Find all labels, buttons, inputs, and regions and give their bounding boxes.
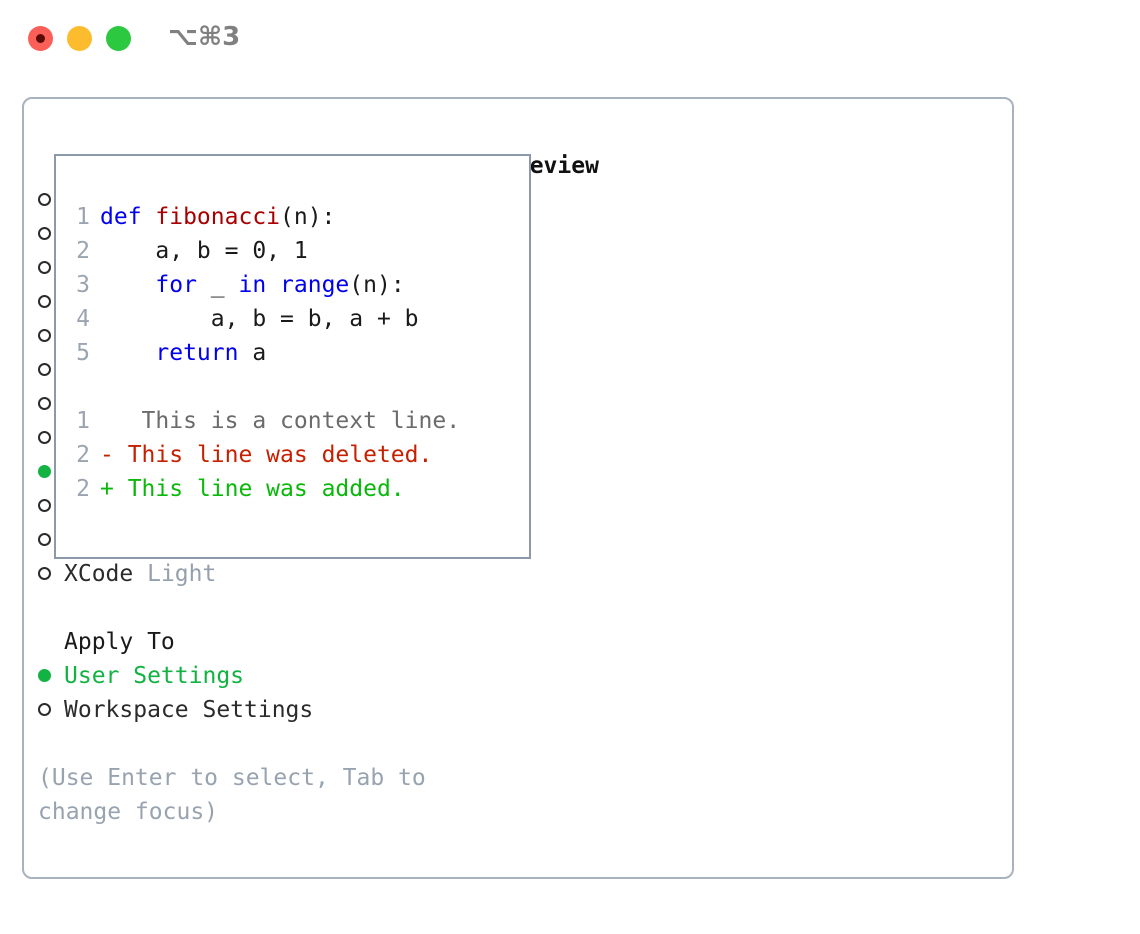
- theme-selector-panel: >Select Theme ANSI DarkAtom One DarkAyu …: [22, 97, 1014, 879]
- code-line: 1 def fibonacci(n):: [68, 200, 521, 234]
- diff-text-deleted: This line was deleted.: [113, 442, 433, 468]
- close-icon: [36, 34, 45, 43]
- code-token-plain: [100, 272, 155, 298]
- radio-selected-icon: [38, 455, 64, 489]
- code-token-plain: a: [238, 340, 267, 366]
- radio-unselected-icon: [38, 693, 64, 727]
- code-token-plain: _: [196, 272, 239, 298]
- label-separator: [133, 561, 147, 587]
- radio-dot-icon: [38, 261, 51, 274]
- code-line-number: 3: [76, 272, 90, 298]
- code-diff-spacer: [68, 370, 521, 404]
- radio-unselected-icon: [38, 183, 64, 217]
- radio-dot-icon: [38, 669, 51, 682]
- close-button[interactable]: [28, 26, 53, 51]
- apply-to-option-workspace-settings[interactable]: Workspace Settings: [38, 693, 488, 727]
- diff-line-deleted: 2- This line was deleted.: [68, 438, 521, 472]
- code-token-plain: a, b = b, a + b: [100, 306, 419, 332]
- code-token-fn: fibonacci: [155, 204, 281, 230]
- radio-dot-icon: [38, 465, 51, 478]
- code-line: 3 for _ in range(n):: [68, 268, 521, 302]
- apply-to-label: User Settings: [64, 663, 245, 689]
- radio-dot-icon: [38, 499, 51, 512]
- radio-unselected-icon: [38, 557, 64, 591]
- preview-title: Preview: [502, 153, 599, 179]
- code-token-kw: return: [155, 340, 239, 366]
- radio-unselected-icon: [38, 217, 64, 251]
- diff-text-added: This line was added.: [113, 476, 405, 502]
- code-token-plain: (n):: [280, 204, 336, 230]
- code-token-plain: [100, 340, 155, 366]
- code-token-plain: (n):: [349, 272, 405, 298]
- code-line-number: 1: [76, 204, 90, 230]
- code-token-plain: a, b = 0, 1: [100, 238, 308, 264]
- diff-sample: 1 This is a context line.2- This line wa…: [68, 404, 521, 506]
- diff-line-number: 2: [76, 442, 90, 468]
- theme-name-label: XCode: [64, 561, 134, 587]
- traffic-lights: [28, 26, 131, 51]
- code-token-kw: in: [238, 272, 267, 298]
- radio-unselected-icon: [38, 523, 64, 557]
- radio-unselected-icon: [38, 251, 64, 285]
- code-line: 5 return a: [68, 336, 521, 370]
- diff-sign-context: [100, 408, 114, 434]
- keyboard-shortcut-label: ⌥⌘3: [168, 22, 241, 52]
- preview-column: Preview: [502, 149, 1002, 183]
- diff-line-context: 1 This is a context line.: [68, 404, 521, 438]
- radio-unselected-icon: [38, 421, 64, 455]
- code-line-number: 4: [76, 306, 90, 332]
- diff-line-added: 2 + This line was added.: [68, 472, 521, 506]
- title-bar: ⌥⌘3: [0, 0, 1140, 78]
- radio-unselected-icon: [38, 489, 64, 523]
- code-token-kw: for: [155, 272, 197, 298]
- diff-line-number: 1: [76, 408, 90, 434]
- radio-dot-icon: [38, 703, 51, 716]
- radio-dot-icon: [38, 567, 51, 580]
- radio-dot-icon: [38, 329, 51, 342]
- radio-dot-icon: [38, 193, 51, 206]
- diff-sign-deleted: -: [100, 442, 114, 468]
- code-token-kw: range: [280, 272, 350, 298]
- minimize-button[interactable]: [67, 26, 92, 51]
- radio-dot-icon: [38, 533, 51, 546]
- apply-to-option-user-settings[interactable]: User Settings: [38, 659, 488, 693]
- diff-line-number: 2: [76, 476, 90, 502]
- theme-category-tag: Light: [147, 561, 217, 587]
- code-line-number: 2: [76, 238, 90, 264]
- code-line: 4 a, b = b, a + b: [68, 302, 521, 336]
- list-spacer: [38, 591, 488, 625]
- code-token-kw: def: [100, 204, 156, 230]
- code-line: 2 a, b = 0, 1: [68, 234, 521, 268]
- radio-unselected-icon: [38, 285, 64, 319]
- radio-dot-icon: [38, 431, 51, 444]
- radio-dot-icon: [38, 363, 51, 376]
- radio-dot-icon: [38, 397, 51, 410]
- maximize-button[interactable]: [106, 26, 131, 51]
- radio-selected-icon: [38, 659, 64, 693]
- apply-to-label: Workspace Settings: [64, 697, 314, 723]
- theme-option-xcode[interactable]: XCode Light: [38, 557, 488, 591]
- radio-dot-icon: [38, 295, 51, 308]
- radio-dot-icon: [38, 227, 51, 240]
- apply-to-header: Apply To: [64, 629, 175, 655]
- radio-unselected-icon: [38, 319, 64, 353]
- diff-text-context: This is a context line.: [113, 408, 461, 434]
- code-line-number: 5: [76, 340, 90, 366]
- code-token-plain: [266, 272, 280, 298]
- radio-unselected-icon: [38, 353, 64, 387]
- keyboard-hint-text: (Use Enter to select, Tab to change focu…: [38, 765, 440, 825]
- radio-unselected-icon: [38, 387, 64, 421]
- diff-sign-added: +: [100, 476, 114, 502]
